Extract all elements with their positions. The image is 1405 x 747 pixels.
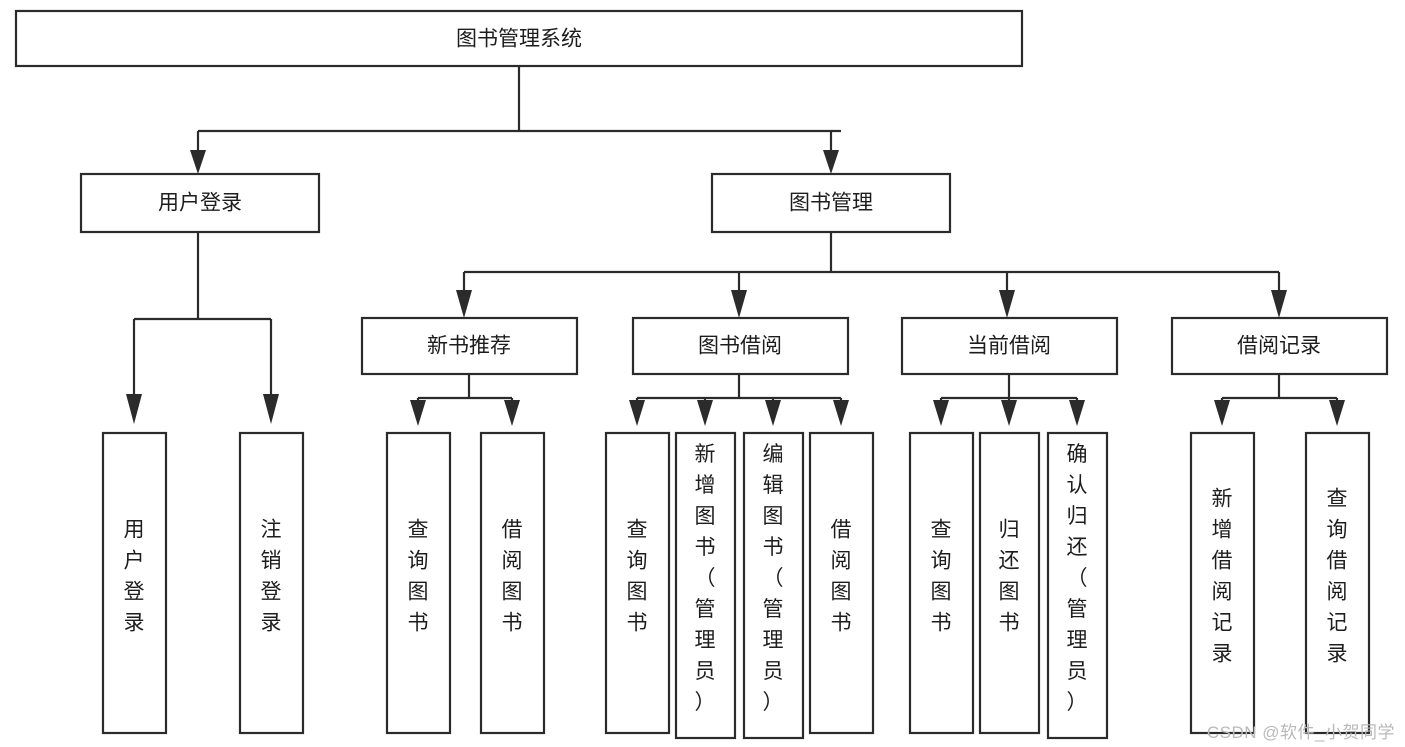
node-leaf-confirm-return-label: 确认归还（管理员） bbox=[1067, 443, 1088, 714]
arrow-head-leaf-confirm-return bbox=[1069, 400, 1085, 426]
node-leaf-return-book-label: 归还图书 bbox=[999, 519, 1020, 635]
node-bookmgmt-label: 图书管理 bbox=[789, 192, 873, 215]
node-leaf-add-record-label: 新增借阅记录 bbox=[1212, 488, 1233, 666]
node-leaf-query-record-label: 查询借阅记录 bbox=[1327, 488, 1348, 666]
arrow-head-login bbox=[190, 150, 206, 174]
connector-group-current bbox=[933, 374, 1085, 426]
node-newbook-label: 新书推荐 bbox=[427, 335, 511, 358]
node-login[interactable]: 用户登录 bbox=[79, 172, 321, 234]
arrow-head-leaf-logout bbox=[263, 394, 279, 424]
node-leaf-confirm-return[interactable]: 确认归还（管理员） bbox=[1046, 431, 1109, 740]
node-leaf-logout[interactable]: 注销登录 bbox=[238, 431, 305, 735]
node-leaf-borrow-book-2[interactable]: 借阅图书 bbox=[808, 431, 875, 735]
node-leaf-query-book-1-label: 查询图书 bbox=[408, 519, 429, 635]
node-leaf-user-login[interactable]: 用户登录 bbox=[101, 431, 168, 735]
connector-group-borrow bbox=[629, 374, 849, 426]
node-leaf-query-book-3-box[interactable] bbox=[908, 431, 975, 735]
arrow-head-borrow bbox=[731, 290, 747, 318]
node-leaf-edit-book-label: 编辑图书（管理员） bbox=[763, 443, 784, 714]
node-borrow-label: 图书借阅 bbox=[698, 335, 782, 358]
node-bookmgmt[interactable]: 图书管理 bbox=[710, 172, 952, 234]
arrow-head-leaf-borrow-book-1 bbox=[504, 400, 520, 426]
node-leaf-query-book-3-label: 查询图书 bbox=[931, 519, 952, 635]
node-leaf-query-book-3[interactable]: 查询图书 bbox=[908, 431, 975, 735]
connector-group-login bbox=[126, 232, 279, 424]
node-borrow-box[interactable] bbox=[631, 316, 850, 376]
arrow-head-leaf-query-book-3 bbox=[933, 400, 949, 426]
node-leaf-return-book[interactable]: 归还图书 bbox=[978, 431, 1041, 735]
node-leaf-confirm-return-box[interactable] bbox=[1046, 431, 1109, 740]
node-leaf-query-book-2[interactable]: 查询图书 bbox=[604, 431, 671, 735]
node-leaf-logout-box[interactable] bbox=[238, 431, 305, 735]
node-leaf-borrow-book-2-box[interactable] bbox=[808, 431, 875, 735]
node-login-label: 用户登录 bbox=[158, 192, 242, 215]
node-current-label: 当前借阅 bbox=[967, 335, 1051, 358]
arrow-head-leaf-query-record bbox=[1329, 400, 1345, 426]
node-leaf-user-login-label: 用户登录 bbox=[124, 519, 145, 635]
arrow-head-leaf-user-login bbox=[126, 394, 142, 424]
node-root-box[interactable] bbox=[14, 9, 1024, 68]
node-leaf-logout-label: 注销登录 bbox=[261, 519, 282, 635]
node-root[interactable]: 图书管理系统 bbox=[14, 9, 1024, 68]
node-leaf-query-book-1[interactable]: 查询图书 bbox=[385, 431, 452, 735]
node-root-label: 图书管理系统 bbox=[456, 28, 582, 51]
node-current[interactable]: 当前借阅 bbox=[900, 316, 1119, 376]
node-bookmgmt-box[interactable] bbox=[710, 172, 952, 234]
node-leaf-borrow-book-1-box[interactable] bbox=[479, 431, 546, 735]
node-leaf-query-record-box[interactable] bbox=[1304, 431, 1371, 735]
node-leaf-add-book-box[interactable] bbox=[674, 431, 737, 740]
arrow-head-leaf-edit-book bbox=[765, 400, 781, 426]
arrow-head-leaf-return-book bbox=[1001, 400, 1017, 426]
node-leaf-edit-book[interactable]: 编辑图书（管理员） bbox=[742, 431, 805, 740]
node-leaf-query-book-1-box[interactable] bbox=[385, 431, 452, 735]
node-login-box[interactable] bbox=[79, 172, 321, 234]
node-newbook[interactable]: 新书推荐 bbox=[360, 316, 579, 376]
arrow-head-bookmgmt bbox=[823, 150, 839, 174]
arrow-head-leaf-borrow-book-2 bbox=[833, 400, 849, 426]
node-records[interactable]: 借阅记录 bbox=[1170, 316, 1389, 376]
node-leaf-return-book-box[interactable] bbox=[978, 431, 1041, 735]
arrow-head-leaf-query-book-2 bbox=[629, 400, 645, 426]
connector-group-records bbox=[1214, 374, 1345, 426]
connector-group-newbook bbox=[410, 374, 520, 426]
node-leaf-add-record[interactable]: 新增借阅记录 bbox=[1189, 431, 1256, 735]
node-current-box[interactable] bbox=[900, 316, 1119, 376]
arrow-head-leaf-add-book bbox=[697, 400, 713, 426]
node-leaf-borrow-book-1-label: 借阅图书 bbox=[502, 519, 523, 635]
node-leaf-query-book-2-box[interactable] bbox=[604, 431, 671, 735]
node-leaf-query-record[interactable]: 查询借阅记录 bbox=[1304, 431, 1371, 735]
node-borrow[interactable]: 图书借阅 bbox=[631, 316, 850, 376]
arrow-head-leaf-add-record bbox=[1214, 400, 1230, 426]
node-leaf-edit-book-box[interactable] bbox=[742, 431, 805, 740]
connector-group-root bbox=[190, 66, 841, 174]
arrow-head-leaf-query-book-1 bbox=[410, 400, 426, 426]
node-newbook-box[interactable] bbox=[360, 316, 579, 376]
csdn-watermark: CSDN @软件_小贺同学 bbox=[1206, 723, 1395, 742]
connector-group-bookmgmt bbox=[456, 232, 1287, 318]
node-leaf-add-book[interactable]: 新增图书（管理员） bbox=[674, 431, 737, 740]
node-leaf-query-book-2-label: 查询图书 bbox=[627, 519, 648, 635]
node-records-label: 借阅记录 bbox=[1237, 335, 1321, 358]
node-leaf-add-book-label: 新增图书（管理员） bbox=[695, 443, 716, 714]
node-leaf-borrow-book-2-label: 借阅图书 bbox=[831, 519, 852, 635]
node-leaf-user-login-box[interactable] bbox=[101, 431, 168, 735]
arrow-head-newbook bbox=[456, 290, 472, 318]
node-leaf-add-record-box[interactable] bbox=[1189, 431, 1256, 735]
node-leaf-borrow-book-1[interactable]: 借阅图书 bbox=[479, 431, 546, 735]
arrow-head-records bbox=[1271, 290, 1287, 318]
node-records-box[interactable] bbox=[1170, 316, 1389, 376]
arrow-head-current bbox=[999, 290, 1015, 318]
